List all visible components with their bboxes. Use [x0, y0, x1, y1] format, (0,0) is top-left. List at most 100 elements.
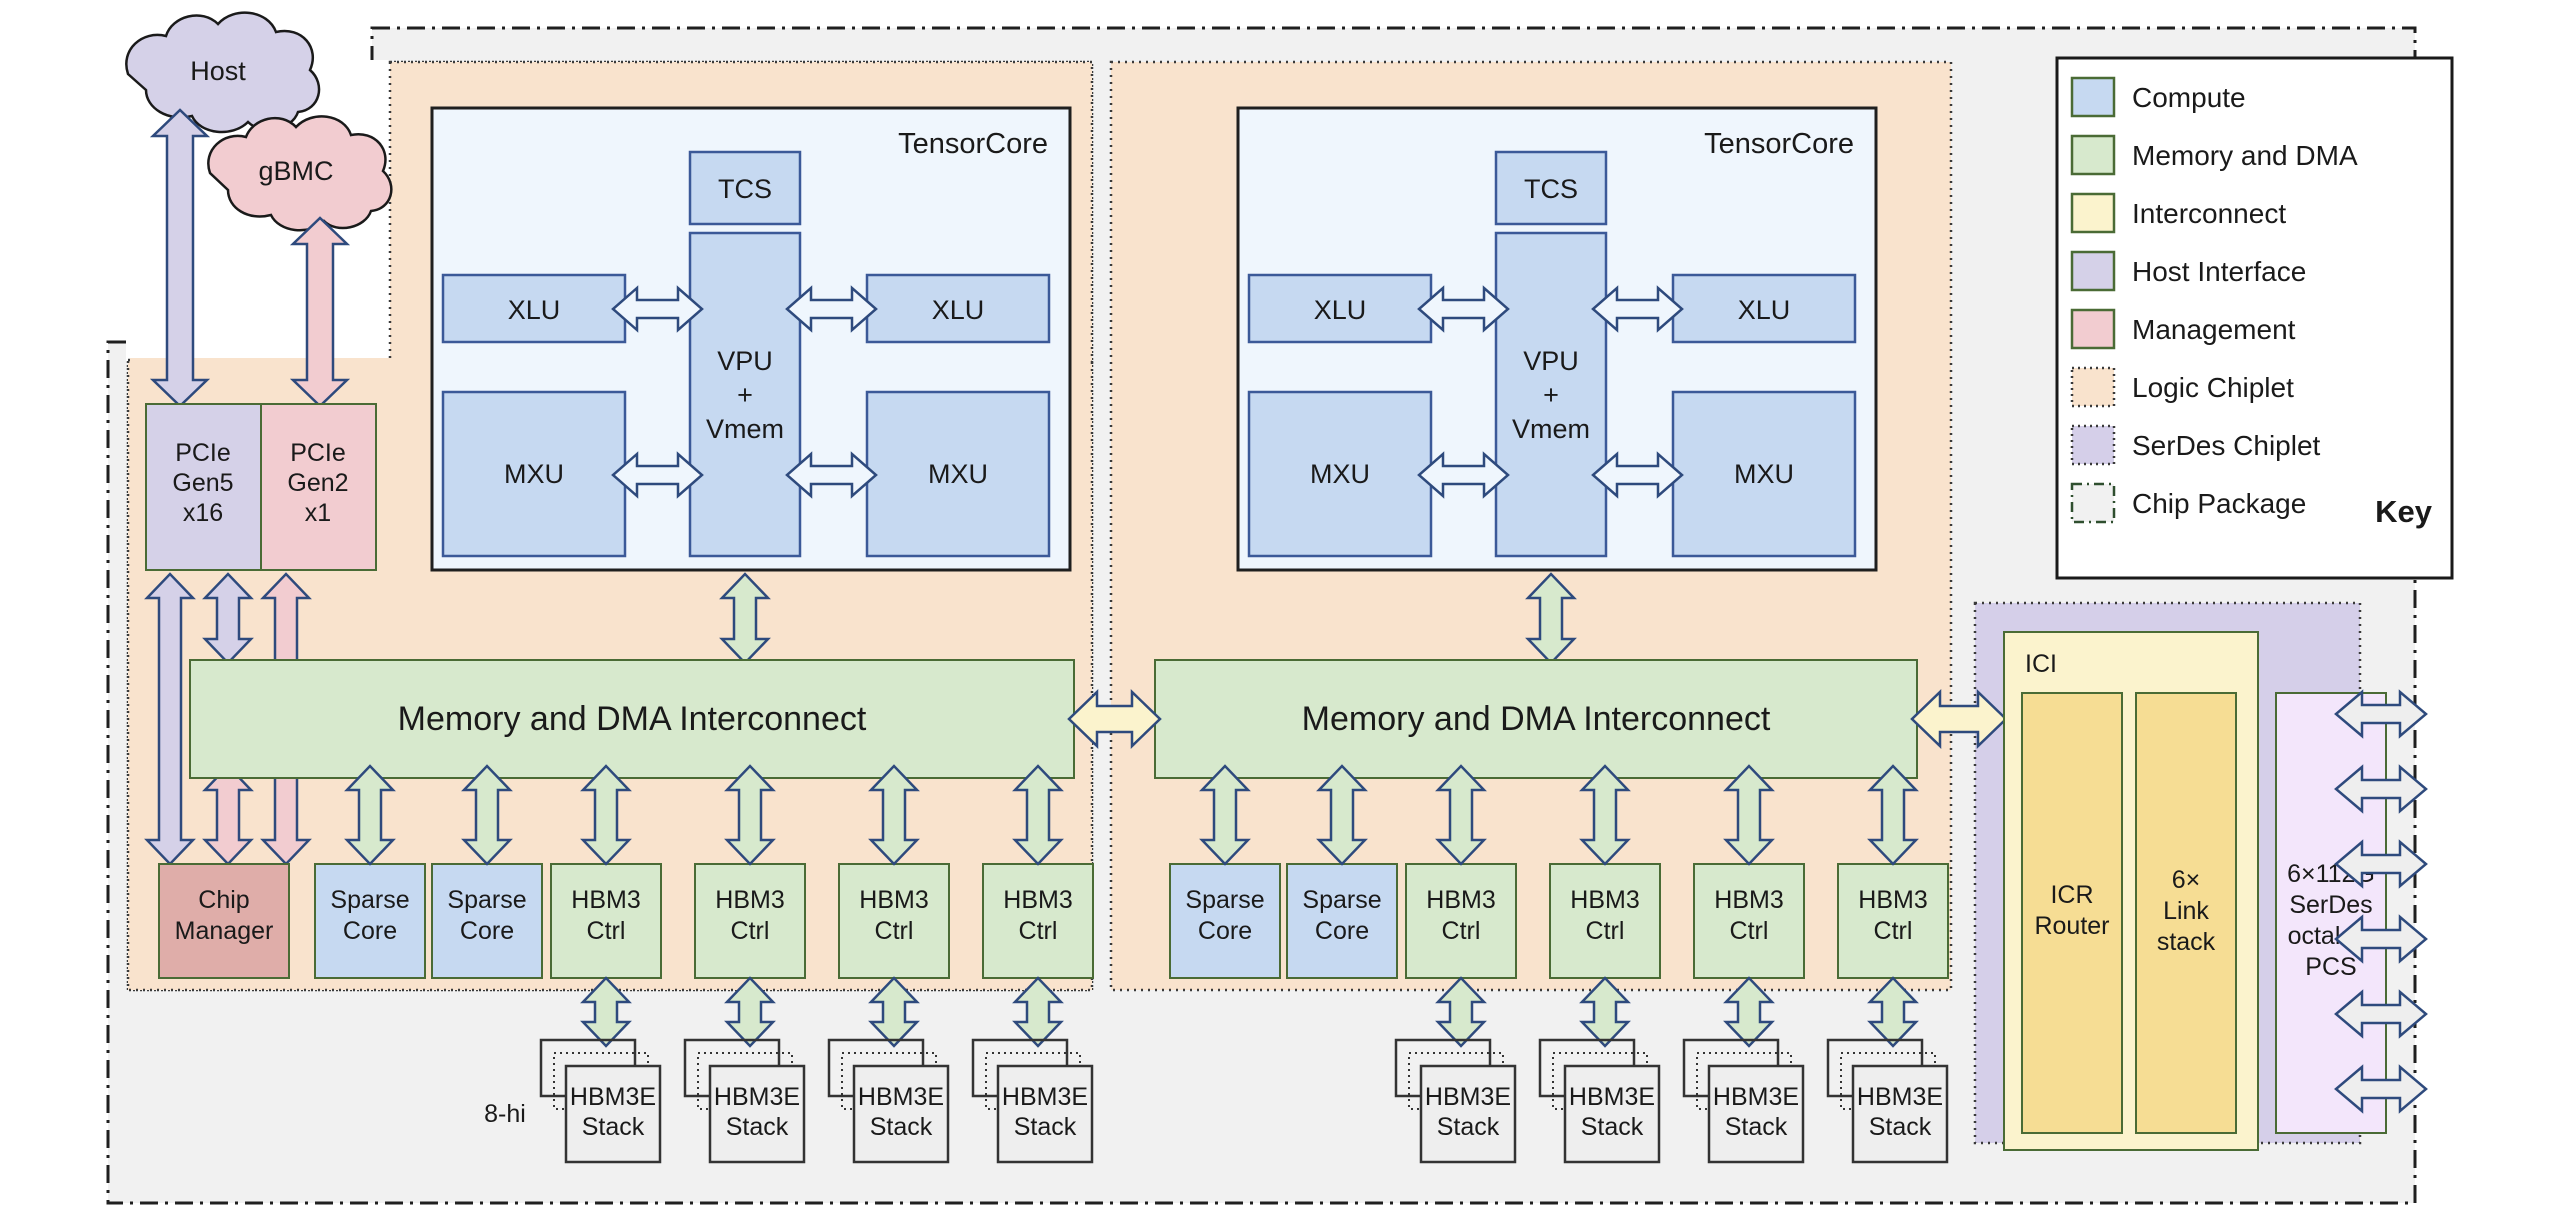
hbm3e-stack-l3[interactable]: HBM3E Stack — [827, 1038, 950, 1164]
hbm3e-stack-r4[interactable]: HBM3E Stack — [1826, 1038, 1949, 1164]
tensorcore-left-mxu-r[interactable] — [865, 390, 1051, 558]
chiplet-to-chiplet-arrow — [1067, 689, 1162, 749]
tensorcore-right-tcs[interactable] — [1494, 150, 1608, 226]
mxu-vpu-arrow-right-2 — [1591, 451, 1684, 499]
hbm3-ctrl-l2-line-0: HBM3 — [715, 886, 784, 914]
serdes-line-3: PCS — [2305, 953, 2356, 981]
sparse-core-r2[interactable] — [1286, 863, 1398, 979]
hbm3-ctrl-r1-line-0: HBM3 — [1426, 886, 1495, 914]
memory-dma-interconnect-left[interactable] — [189, 659, 1075, 779]
key-label-host-interface: Host Interface — [2132, 256, 2306, 287]
xlu-right-label-right: XLU — [1738, 295, 1791, 325]
hbm3e-stack-l4[interactable]: HBM3E Stack — [971, 1038, 1094, 1164]
tensorcore-left: TensorCore TCS VPU + Vmem XLU XLU MXU MX… — [430, 106, 1072, 572]
key-swatch-chip-package — [2070, 482, 2116, 524]
sparse-core-r2-line-1: Core — [1315, 917, 1369, 945]
mxu-vpu-arrow-left-1 — [611, 451, 704, 499]
key-swatch-memory — [2070, 134, 2116, 176]
chiplet-to-ici-arrow — [1910, 689, 2008, 749]
tensorcore-left-tcs[interactable] — [688, 150, 802, 226]
key-label-compute: Compute — [2132, 82, 2246, 113]
hbm3-ctrl-r1[interactable] — [1405, 863, 1517, 979]
tensorcore-right-xlu-r[interactable] — [1671, 273, 1857, 344]
hbm3e-l2-line-1: Stack — [726, 1113, 789, 1141]
xlu-vpu-arrow-right-1 — [1417, 285, 1510, 333]
hbm3e-r4-line-1: Stack — [1869, 1113, 1932, 1141]
tensorcore-left-vpu[interactable] — [688, 231, 802, 558]
tensorcore-left-mxu-l[interactable] — [441, 390, 627, 558]
xlu-vpu-arrow-left-1 — [611, 285, 704, 333]
sparse-core-r1-line-0: Sparse — [1185, 886, 1264, 914]
hbm3e-l2-line-0: HBM3E — [714, 1083, 800, 1111]
chip-manager-block[interactable] — [158, 863, 290, 979]
xlu-left-label-left: XLU — [508, 295, 561, 325]
sparse-core-l1-line-1: Core — [343, 917, 397, 945]
key-label-memory: Memory and DMA — [2132, 140, 2358, 171]
hbm3-ctrl-r3-line-1: Ctrl — [1730, 917, 1769, 945]
hbm3-ctrl-l1-line-1: Ctrl — [587, 917, 626, 945]
hbm3-ctrl-l1-line-0: HBM3 — [571, 886, 640, 914]
hbm3e-r2-line-1: Stack — [1581, 1113, 1644, 1141]
interconnect-down-arrows-right — [1199, 764, 1919, 866]
vpu-line1-right: + — [1543, 380, 1559, 410]
key-swatch-management — [2070, 308, 2116, 350]
hbm3-ctrl-l2-line-1: Ctrl — [731, 917, 770, 945]
tensorcore-right-xlu-l[interactable] — [1247, 273, 1433, 344]
gbmc-label: gBMC — [258, 156, 333, 186]
sparse-core-l2-line-0: Sparse — [447, 886, 526, 914]
pcie-gen5-line-2: x16 — [183, 499, 223, 527]
key-box — [2055, 56, 2454, 580]
hbm3e-l3-line-1: Stack — [870, 1113, 933, 1141]
key-label-serdes-chiplet: SerDes Chiplet — [2132, 430, 2321, 461]
xlu-right-label-left: XLU — [932, 295, 985, 325]
icr-router-block[interactable] — [2021, 692, 2123, 1134]
serdes-line-1: SerDes — [2289, 891, 2372, 919]
key-label-logic-chiplet: Logic Chiplet — [2132, 372, 2294, 403]
chip-manager-line-1: Manager — [175, 917, 274, 945]
vpu-line0-left: VPU — [717, 346, 773, 376]
hbm3-ctrl-r4-line-1: Ctrl — [1874, 917, 1913, 945]
vpu-line1-left: + — [737, 380, 753, 410]
hbm3e-stack-r2[interactable]: HBM3E Stack — [1538, 1038, 1661, 1164]
link-stack-line-1: Link — [2163, 897, 2209, 925]
key-label-management: Management — [2132, 314, 2296, 345]
chip-manager-line-0: Chip — [198, 886, 249, 914]
gbmc-link-arrow — [289, 216, 351, 408]
pcie-gen5-line-1: Gen5 — [172, 469, 233, 497]
tcs-label-left: TCS — [718, 174, 772, 204]
hbm3-ctrl-r4[interactable] — [1837, 863, 1949, 979]
hbm3e-stack-r1[interactable]: HBM3E Stack — [1394, 1038, 1517, 1164]
tensorcore-left-xlu-l[interactable] — [441, 273, 627, 344]
hbm3e-l4-line-1: Stack — [1014, 1113, 1077, 1141]
key-swatch-compute — [2070, 76, 2116, 118]
sparse-core-r2-line-0: Sparse — [1302, 886, 1381, 914]
pcie-gen2-block[interactable] — [260, 403, 377, 571]
key-title: Key — [2375, 494, 2433, 529]
sparse-core-r1[interactable] — [1169, 863, 1281, 979]
mxu-left-label-left: MXU — [504, 459, 564, 489]
hbm3e-r2-line-0: HBM3E — [1569, 1083, 1655, 1111]
tensorcore-right-vpu[interactable] — [1494, 231, 1608, 558]
tensorcore-right-mxu-l[interactable] — [1247, 390, 1433, 558]
serdes-octals-block[interactable] — [2275, 692, 2387, 1134]
mxu-right-label-left: MXU — [928, 459, 988, 489]
hbm3-ctrl-l4-line-1: Ctrl — [1019, 917, 1058, 945]
hbm3-ctrl-r2-line-1: Ctrl — [1586, 917, 1625, 945]
xlu-vpu-arrow-left-2 — [785, 285, 878, 333]
sparse-core-l1[interactable] — [314, 863, 426, 979]
link-stack-block[interactable] — [2135, 692, 2237, 1134]
hbm3e-stack-r3[interactable]: HBM3E Stack — [1682, 1038, 1805, 1164]
hbm3e-stack-l1[interactable]: HBM3E Stack — [539, 1038, 662, 1164]
hbm-ctrl-to-stack-arrows — [580, 976, 1919, 1048]
hbm3e-r1-line-1: Stack — [1437, 1113, 1500, 1141]
hbm3e-l1-line-0: HBM3E — [570, 1083, 656, 1111]
key-swatch-logic-chiplet — [2070, 366, 2116, 408]
hbm3e-r3-line-1: Stack — [1725, 1113, 1788, 1141]
mxu-vpu-arrow-left-2 — [785, 451, 878, 499]
pcie-gen5-block[interactable] — [145, 403, 262, 571]
hbm3e-stack-l2[interactable]: HBM3E Stack — [683, 1038, 806, 1164]
pcie-gen2-line-1: Gen2 — [287, 469, 348, 497]
hbm3e-l4-line-0: HBM3E — [1002, 1083, 1088, 1111]
link-stack-line-0: 6× — [2172, 866, 2201, 894]
